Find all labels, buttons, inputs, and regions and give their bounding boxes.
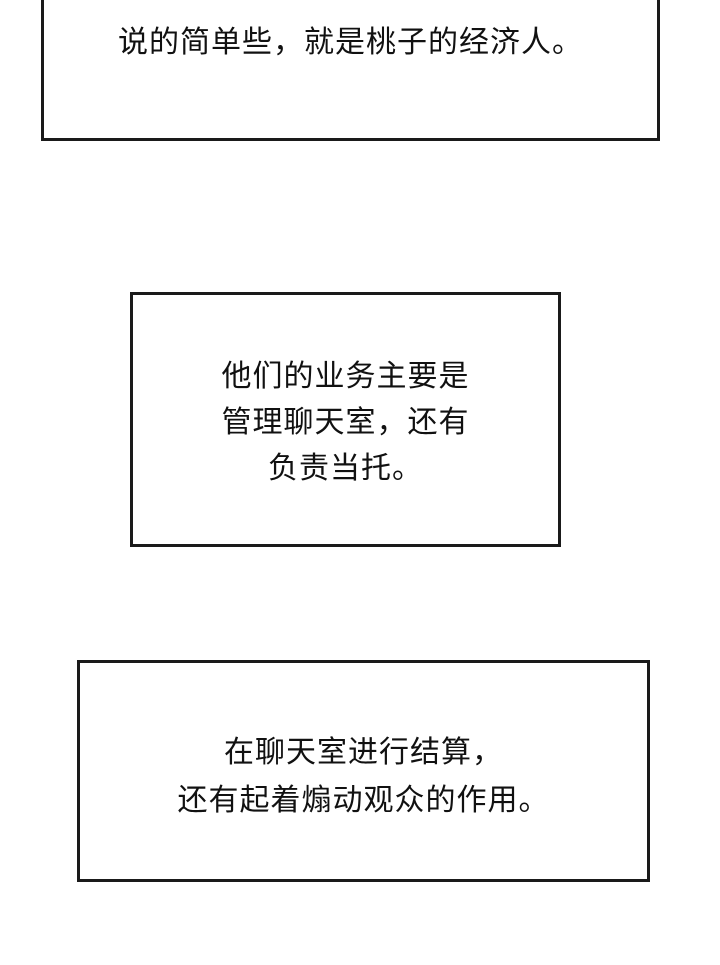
caption-text: 说的简单些，就是桃子的经济人。 [118,24,583,60]
caption-box-2: 他们的业务主要是 管理聊天室，还有 负责当托。 [130,292,561,547]
caption-text: 负责当托。 [268,450,423,486]
caption-text: 还有起着煽动观众的作用。 [177,783,550,818]
caption-text: 在聊天室进行结算， [224,735,503,770]
caption-box-1: 说的简单些，就是桃子的经济人。 [41,0,660,141]
caption-text: 他们的业务主要是 [221,358,470,394]
caption-box-3: 在聊天室进行结算， 还有起着煽动观众的作用。 [77,660,650,882]
caption-text: 管理聊天室，还有 [221,404,470,440]
